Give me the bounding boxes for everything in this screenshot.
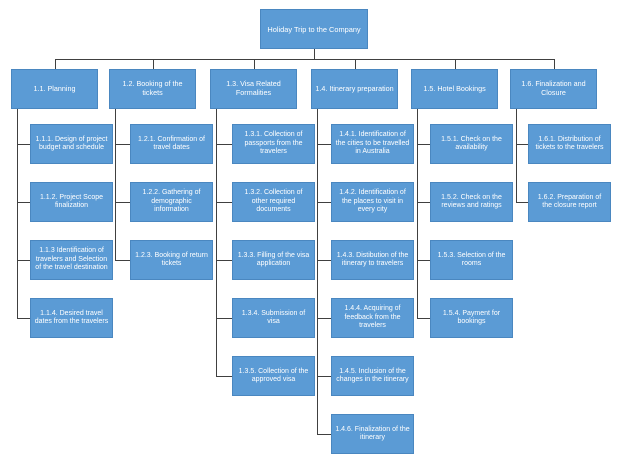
- task-node-3-5: 1.3.5. Collection of the approved visa: [232, 356, 315, 396]
- child-spine-line: [17, 109, 18, 318]
- root-connector: [314, 49, 315, 59]
- task-node-5-3: 1.5.3. Selection of the rooms: [430, 240, 513, 280]
- branch-node-2: 1.2. Booking of the tickets: [109, 69, 196, 109]
- child-connector-line: [216, 144, 232, 145]
- task-node-6-2: 1.6.2. Preparation of the closure report: [528, 182, 611, 222]
- child-spine-line: [417, 109, 418, 318]
- child-connector-line: [417, 144, 430, 145]
- task-node-4-2: 1.4.2. Identification of the places to v…: [331, 182, 414, 222]
- child-connector-line: [317, 434, 331, 435]
- child-connector-line: [115, 202, 130, 203]
- child-connector-line: [317, 260, 331, 261]
- branch-node-3: 1.3. Visa Related Formalities: [210, 69, 297, 109]
- child-spine-line: [516, 109, 517, 202]
- child-connector-line: [417, 260, 430, 261]
- branch-drop-line: [254, 59, 255, 69]
- child-connector-line: [317, 318, 331, 319]
- branch-drop-line: [153, 59, 154, 69]
- task-node-5-1: 1.5.1. Check on the availability: [430, 124, 513, 164]
- task-node-5-4: 1.5.4. Payment for bookings: [430, 298, 513, 338]
- child-connector-line: [216, 318, 232, 319]
- task-node-4-1: 1.4.1. Identification of the cities to b…: [331, 124, 414, 164]
- task-node-2-1: 1.2.1. Confirmation of travel dates: [130, 124, 213, 164]
- task-node-1-1: 1.1.1. Design of project budget and sche…: [30, 124, 113, 164]
- child-connector-line: [17, 318, 30, 319]
- task-node-1-2: 1.1.2. Project Scope finalization: [30, 182, 113, 222]
- task-node-2-3: 1.2.3. Booking of return tickets: [130, 240, 213, 280]
- child-connector-line: [216, 376, 232, 377]
- child-spine-line: [115, 109, 116, 260]
- task-node-2-2: 1.2.2. Gathering of demographic informat…: [130, 182, 213, 222]
- task-node-4-6: 1.4.6. Finalization of the itinerary: [331, 414, 414, 454]
- child-connector-line: [17, 202, 30, 203]
- child-connector-line: [317, 202, 331, 203]
- task-node-5-2: 1.5.2. Check on the reviews and ratings: [430, 182, 513, 222]
- task-node-3-3: 1.3.3. Filling of the visa application: [232, 240, 315, 280]
- child-connector-line: [17, 144, 30, 145]
- task-node-4-3: 1.4.3. Distibution of the itinerary to t…: [331, 240, 414, 280]
- branch-node-1: 1.1. Planning: [11, 69, 98, 109]
- task-node-3-4: 1.3.4. Submission of visa: [232, 298, 315, 338]
- child-connector-line: [216, 202, 232, 203]
- child-spine-line: [216, 109, 217, 376]
- task-node-4-4: 1.4.4. Acquiring of feedback from the tr…: [331, 298, 414, 338]
- branch-drop-line: [554, 59, 555, 69]
- branch-node-5: 1.5. Hotel Bookings: [411, 69, 498, 109]
- child-connector-line: [216, 260, 232, 261]
- child-connector-line: [317, 376, 331, 377]
- child-connector-line: [17, 260, 30, 261]
- child-connector-line: [516, 202, 528, 203]
- task-node-1-4: 1.1.4. Desired travel dates from the tra…: [30, 298, 113, 338]
- child-connector-line: [317, 144, 331, 145]
- task-node-3-1: 1.3.1. Collection of passports from the …: [232, 124, 315, 164]
- child-connector-line: [516, 144, 528, 145]
- task-node-4-5: 1.4.5. Inclusion of the changes in the i…: [331, 356, 414, 396]
- child-connector-line: [417, 202, 430, 203]
- level1-bus-line: [55, 59, 555, 60]
- branch-drop-line: [55, 59, 56, 69]
- task-node-1-3: 1.1.3 Identification of travelers and Se…: [30, 240, 113, 280]
- child-connector-line: [417, 318, 430, 319]
- branch-drop-line: [455, 59, 456, 69]
- branch-node-6: 1.6. Finalization and Closure: [510, 69, 597, 109]
- child-connector-line: [115, 144, 130, 145]
- child-spine-line: [317, 109, 318, 434]
- root-node: Holiday Trip to the Company: [260, 9, 368, 49]
- branch-drop-line: [355, 59, 356, 69]
- branch-node-4: 1.4. Itinerary preparation: [311, 69, 398, 109]
- task-node-6-1: 1.6.1. Distribution of tickets to the tr…: [528, 124, 611, 164]
- task-node-3-2: 1.3.2. Collection of other required docu…: [232, 182, 315, 222]
- child-connector-line: [115, 260, 130, 261]
